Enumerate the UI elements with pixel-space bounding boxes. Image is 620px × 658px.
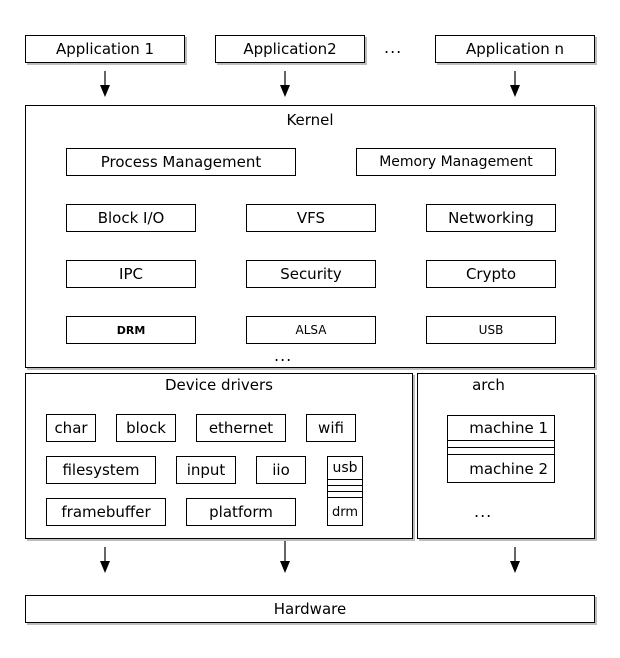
kernel-container: Kernel Process Management Memory Managem…: [25, 105, 595, 368]
stack-divider: [328, 491, 362, 492]
vfs-box: VFS: [246, 204, 376, 232]
device-drivers-title: Device drivers: [164, 376, 273, 394]
application-2-label: Application2: [243, 40, 337, 58]
drm-kernel-box: DRM: [66, 316, 196, 344]
filesystem-box: filesystem: [46, 456, 156, 484]
usb-kernel-box: USB: [426, 316, 556, 344]
block-box: block: [116, 414, 176, 442]
device-drivers-container: Device drivers char block ethernet wifi …: [25, 373, 413, 539]
input-box: input: [176, 456, 236, 484]
input-label: input: [186, 461, 226, 479]
memory-management-box: Memory Management: [356, 148, 556, 176]
arch-container: arch machine 1 machine 2 ...: [417, 373, 595, 539]
framebuffer-label: framebuffer: [61, 503, 151, 521]
usb-driver-label: usb: [332, 460, 358, 476]
application-1-box: Application 1: [25, 35, 185, 63]
process-management-box: Process Management: [66, 148, 296, 176]
filesystem-label: filesystem: [62, 461, 140, 479]
ipc-label: IPC: [119, 265, 143, 283]
arch-ellipsis: ...: [474, 502, 493, 521]
ipc-box: IPC: [66, 260, 196, 288]
wifi-label: wifi: [318, 419, 344, 437]
hardware-box: Hardware: [25, 595, 595, 623]
platform-box: platform: [186, 498, 296, 526]
arch-title: arch: [472, 376, 505, 394]
drm-kernel-label: DRM: [116, 323, 146, 337]
application-n-box: Application n: [435, 35, 595, 63]
block-io-box: Block I/O: [66, 204, 196, 232]
block-io-label: Block I/O: [97, 209, 165, 227]
machine-stack: machine 1 machine 2: [447, 415, 555, 483]
stack-divider: [448, 454, 554, 455]
application-2-box: Application2: [215, 35, 365, 63]
machine-1-label: machine 1: [469, 419, 548, 437]
framebuffer-box: framebuffer: [46, 498, 166, 526]
ethernet-label: ethernet: [208, 419, 274, 437]
stack-divider: [328, 485, 362, 486]
stack-divider: [448, 447, 554, 448]
networking-label: Networking: [448, 209, 534, 227]
block-label: block: [126, 419, 166, 437]
application-n-label: Application n: [465, 40, 565, 58]
machine-2-label: machine 2: [469, 460, 548, 478]
memory-management-label: Memory Management: [379, 154, 533, 170]
iio-box: iio: [256, 456, 306, 484]
drm-driver-label: drm: [331, 504, 359, 520]
arrow-appn-to-kernel: [509, 71, 521, 97]
arrow-drivers-to-hardware-center: [279, 541, 291, 573]
arrow-app1-to-kernel: [99, 71, 111, 97]
char-label: char: [54, 419, 88, 437]
platform-label: platform: [209, 503, 273, 521]
iio-label: iio: [272, 461, 290, 479]
ethernet-box: ethernet: [196, 414, 286, 442]
hardware-label: Hardware: [273, 600, 347, 618]
process-management-label: Process Management: [100, 153, 262, 171]
crypto-label: Crypto: [465, 265, 517, 283]
applications-ellipsis: ...: [384, 38, 403, 57]
security-label: Security: [280, 265, 342, 283]
usb-kernel-label: USB: [478, 323, 504, 337]
vfs-label: VFS: [296, 209, 326, 227]
wifi-box: wifi: [306, 414, 356, 442]
stack-divider: [448, 440, 554, 441]
arrow-drivers-to-hardware-left: [99, 547, 111, 573]
usb-drm-stack: usb drm: [327, 456, 363, 526]
arrow-app2-to-kernel: [279, 71, 291, 97]
networking-box: Networking: [426, 204, 556, 232]
arrow-arch-to-hardware: [509, 547, 521, 573]
security-box: Security: [246, 260, 376, 288]
stack-divider: [328, 479, 362, 480]
alsa-label: ALSA: [295, 323, 327, 337]
kernel-ellipsis: ...: [274, 346, 293, 365]
stack-divider: [328, 497, 362, 498]
application-1-label: Application 1: [55, 40, 155, 58]
kernel-title: Kernel: [286, 111, 334, 129]
char-box: char: [46, 414, 96, 442]
crypto-box: Crypto: [426, 260, 556, 288]
alsa-box: ALSA: [246, 316, 376, 344]
